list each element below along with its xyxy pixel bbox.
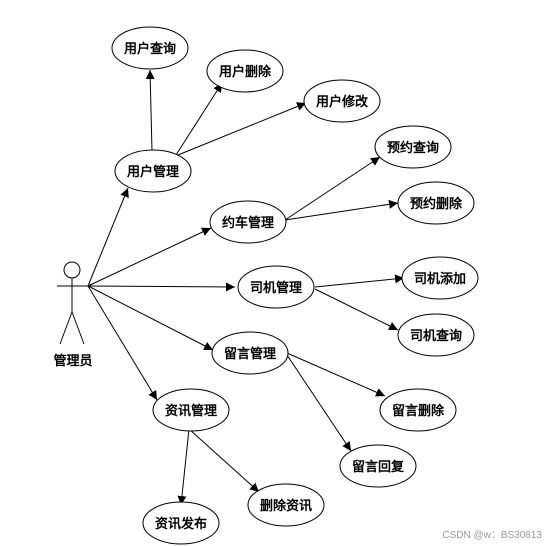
usecase-message-delete: 留言删除 [379, 388, 457, 432]
edge-news-mgmt-delete [188, 428, 260, 493]
edge-admin-booking-mgmt [87, 227, 212, 287]
svg-text:司机添加: 司机添加 [414, 271, 466, 287]
svg-text:资讯发布: 资讯发布 [155, 516, 207, 532]
edge-message-mgmt-delete [286, 352, 386, 397]
svg-text:用户管理: 用户管理 [126, 164, 179, 180]
edge-driver-mgmt-query [314, 288, 399, 331]
edge-admin-user-mgmt [87, 187, 129, 287]
svg-text:预约删除: 预约删除 [410, 196, 463, 212]
svg-text:司机查询: 司机查询 [410, 328, 462, 344]
usecase-message-reply: 留言回复 [339, 444, 417, 488]
usecase-news-mgmt: 资讯管理 [152, 388, 230, 432]
svg-text:司机管理: 司机管理 [250, 280, 302, 296]
use-cases: 用户查询 用户删除 用户修改 用户管理 预约查询 约车管理 预约删除 司机管理 [111, 26, 479, 545]
usecase-booking-mgmt: 约车管理 [209, 200, 287, 244]
actor-head [63, 261, 81, 279]
usecase-driver-query: 司机查询 [397, 313, 475, 357]
edge-user-mgmt-query [145, 69, 155, 152]
edge-booking-mgmt-delete [284, 199, 399, 221]
svg-text:用户修改: 用户修改 [315, 94, 369, 110]
actor-leg-left [59, 311, 73, 345]
svg-text:用户删除: 用户删除 [218, 64, 272, 80]
usecase-news-delete: 删除资讯 [247, 483, 325, 527]
svg-text:留言管理: 留言管理 [224, 346, 276, 362]
usecase-driver-mgmt: 司机管理 [237, 265, 315, 309]
edge-admin-driver-mgmt [87, 282, 236, 292]
watermark: CSDN @w：BS30813 [442, 530, 542, 541]
edge-admin-message-mgmt [87, 285, 214, 351]
edge-admin-news-mgmt [87, 285, 158, 401]
svg-text:用户查询: 用户查询 [123, 41, 176, 57]
svg-text:删除资讯: 删除资讯 [260, 498, 312, 514]
svg-text:预约查询: 预约查询 [387, 140, 439, 156]
usecase-driver-add: 司机添加 [401, 256, 479, 300]
usecase-message-mgmt: 留言管理 [211, 331, 289, 375]
usecase-user-query: 用户查询 [111, 26, 189, 70]
usecase-news-publish: 资讯发布 [142, 501, 220, 545]
usecase-booking-delete: 预约删除 [397, 181, 475, 225]
svg-text:资讯管理: 资讯管理 [165, 403, 217, 419]
svg-text:约车管理: 约车管理 [222, 215, 274, 231]
edge-driver-mgmt-add [314, 274, 405, 288]
svg-text:留言回复: 留言回复 [352, 459, 405, 475]
edges [87, 69, 405, 506]
edge-user-mgmt-edit [177, 102, 307, 156]
actor-leg-right [71, 311, 85, 345]
edge-user-mgmt-delete [175, 82, 223, 156]
usecase-user-delete: 用户删除 [206, 49, 284, 93]
usecase-booking-query: 预约查询 [374, 125, 452, 169]
svg-text:留言删除: 留言删除 [392, 403, 445, 419]
usecase-user-edit: 用户修改 [303, 79, 381, 123]
edge-news-mgmt-publish [177, 428, 190, 506]
actor-label: 管理员 [53, 353, 92, 369]
actor-admin: 管理员 [53, 261, 93, 369]
usecase-user-mgmt: 用户管理 [114, 149, 192, 193]
edge-booking-mgmt-query [284, 156, 381, 221]
edge-message-mgmt-reply [286, 354, 352, 452]
